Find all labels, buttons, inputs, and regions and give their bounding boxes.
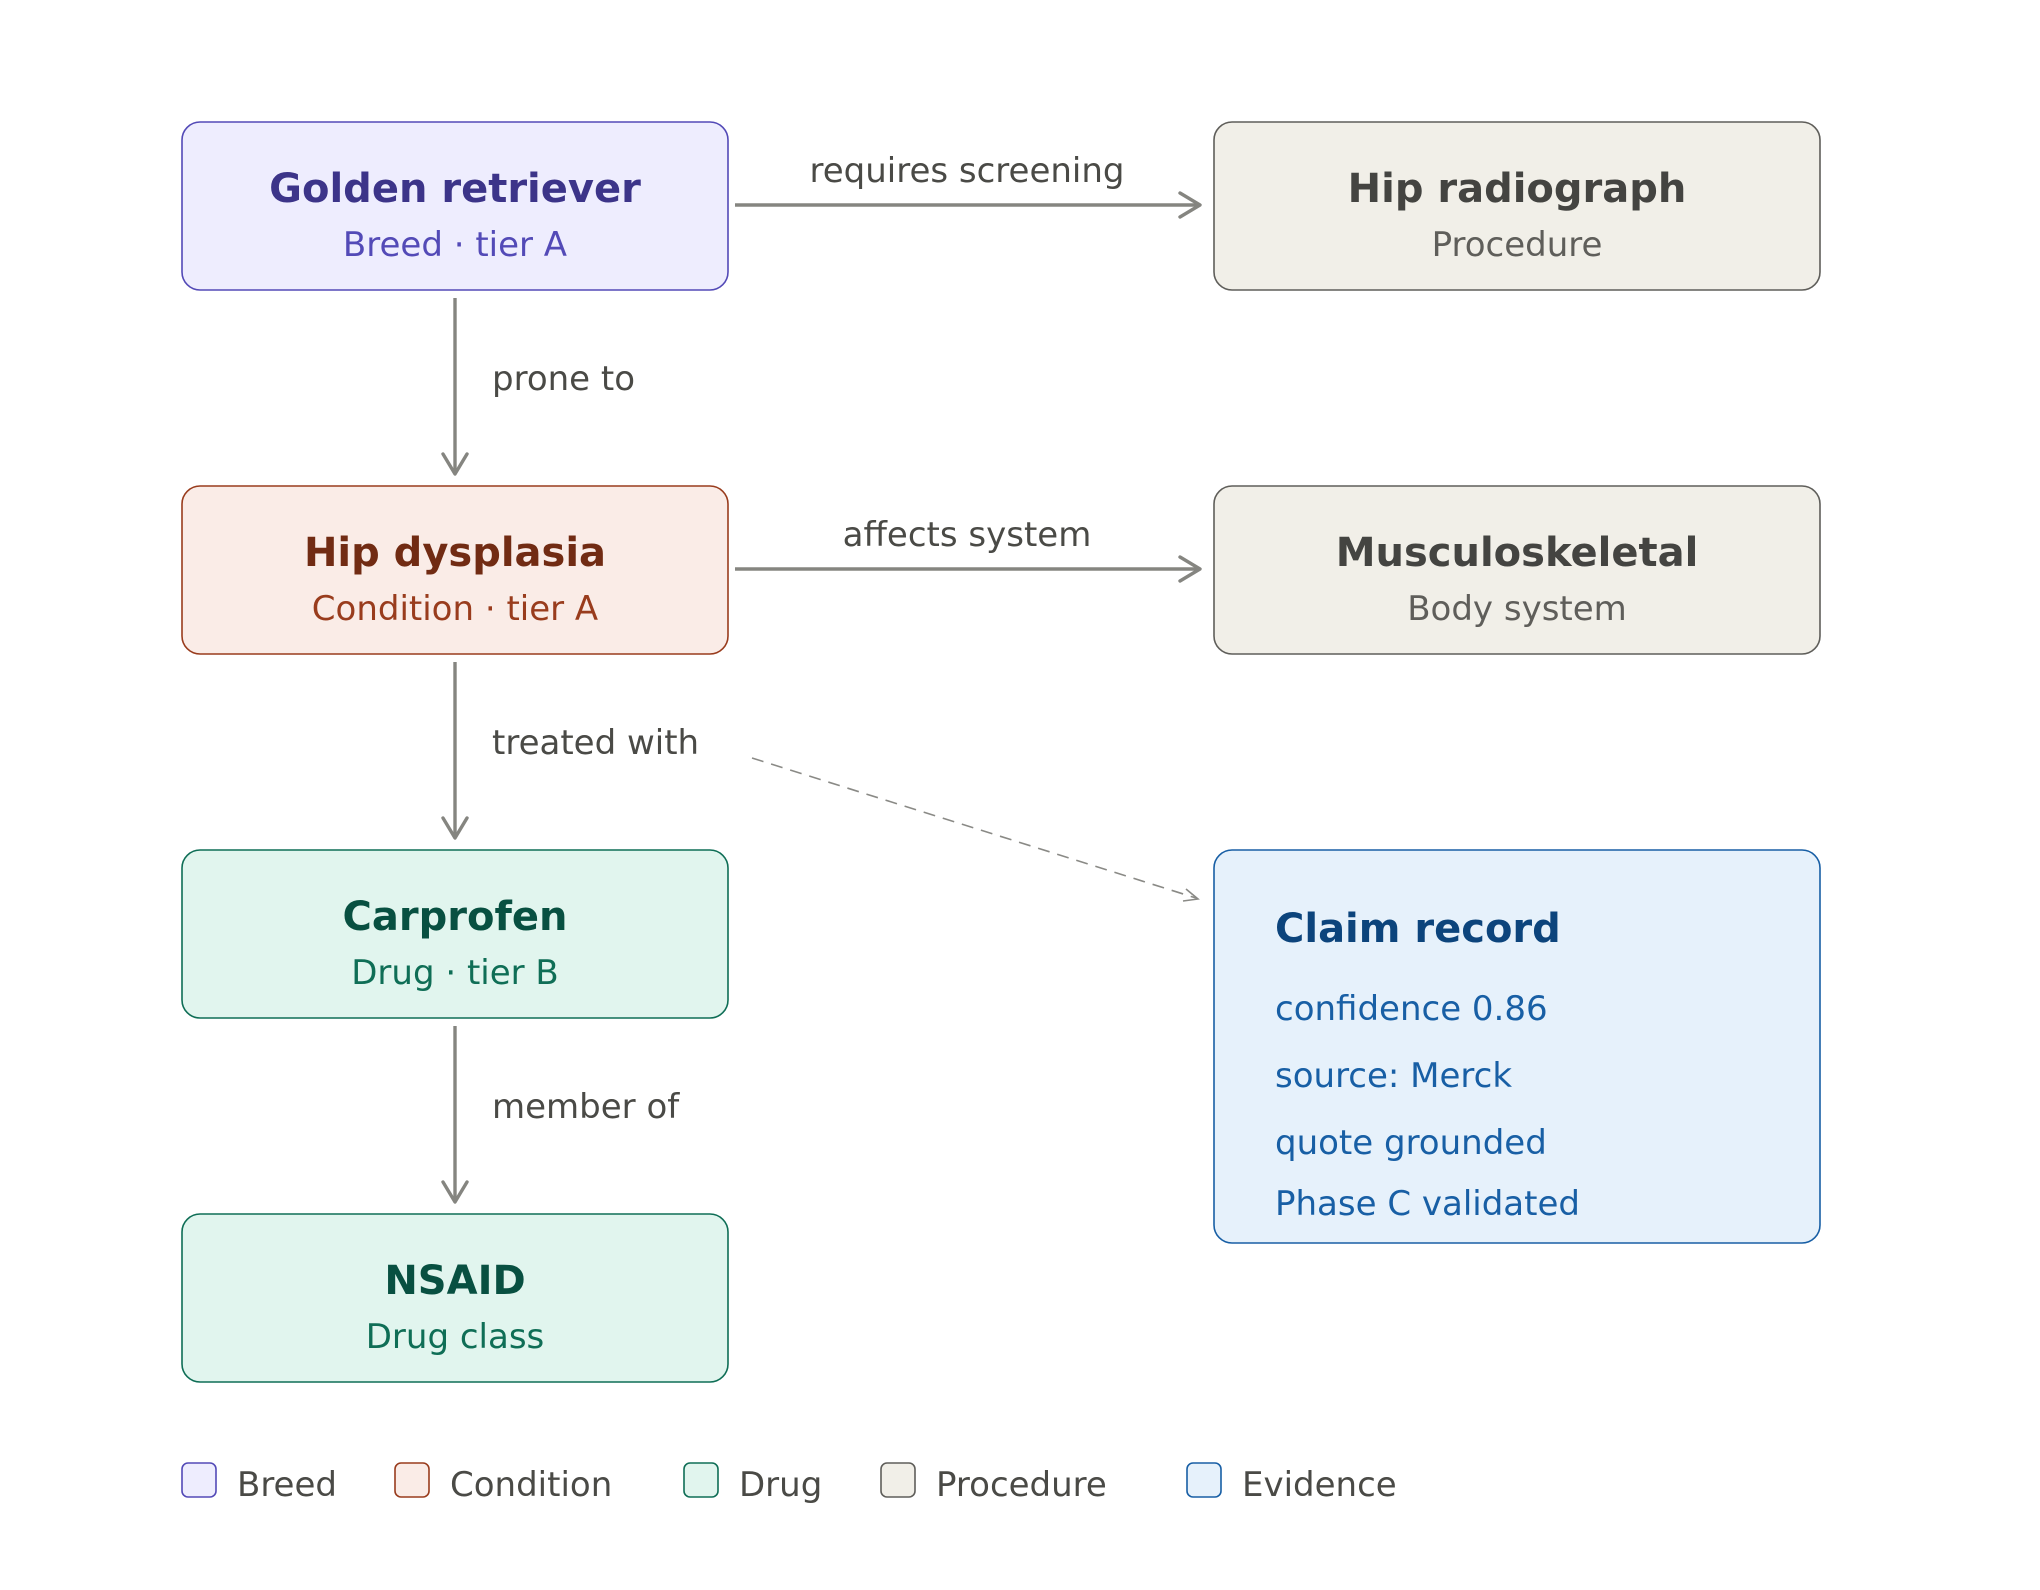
legend-item-drug: Drug — [683, 1462, 822, 1505]
edge-treated-with: treated with — [441, 662, 699, 840]
legend-item-condition: Condition — [394, 1462, 612, 1505]
legend-swatch — [181, 1462, 217, 1498]
node-hip-dysplasia[interactable]: Hip dysplasia Condition · tier A — [181, 485, 729, 655]
node-title: Hip dysplasia — [304, 530, 606, 576]
node-nsaid[interactable]: NSAID Drug class — [181, 1213, 729, 1383]
node-musculoskeletal[interactable]: Musculoskeletal Body system — [1213, 485, 1821, 655]
node-title: Musculoskeletal — [1336, 530, 1699, 576]
evidence-line: quote grounded — [1275, 1123, 1547, 1163]
node-title: Golden retriever — [269, 166, 641, 212]
legend-swatch — [1186, 1462, 1222, 1498]
legend-swatch — [394, 1462, 430, 1498]
edge-label-affects-system: affects system — [843, 515, 1092, 555]
evidence-line: source: Merck — [1275, 1056, 1512, 1096]
evidence-title: Claim record — [1275, 906, 1561, 952]
legend-label: Breed — [237, 1465, 337, 1505]
node-carprofen[interactable]: Carprofen Drug · tier B — [181, 849, 729, 1019]
evidence-link — [751, 757, 1200, 902]
edge-label-treated-with: treated with — [492, 723, 699, 763]
evidence-card[interactable]: Claim record confidence 0.86 source: Mer… — [1213, 849, 1821, 1244]
node-subtitle: Drug · tier B — [351, 953, 559, 993]
edge-label-requires-screening: requires screening — [810, 151, 1125, 191]
node-subtitle: Body system — [1407, 589, 1627, 629]
legend-label: Procedure — [936, 1465, 1107, 1505]
node-golden-retriever[interactable]: Golden retriever Breed · tier A — [181, 121, 729, 291]
legend-swatch — [683, 1462, 719, 1498]
node-title: Carprofen — [343, 894, 568, 940]
node-subtitle: Breed · tier A — [343, 225, 567, 265]
node-subtitle: Procedure — [1432, 225, 1603, 265]
edge-prone-to: prone to — [441, 298, 635, 476]
edge-label-member-of: member of — [492, 1087, 680, 1127]
node-title: Hip radiograph — [1348, 166, 1687, 212]
legend-item-procedure: Procedure — [880, 1462, 1107, 1505]
node-subtitle: Drug class — [366, 1317, 545, 1357]
edge-label-prone-to: prone to — [492, 359, 635, 399]
evidence-line: confidence 0.86 — [1275, 989, 1548, 1029]
edge-member-of: member of — [441, 1026, 680, 1204]
legend-label: Evidence — [1242, 1465, 1397, 1505]
evidence-line: Phase C validated — [1275, 1184, 1580, 1224]
legend-swatch — [880, 1462, 916, 1498]
legend-label: Condition — [450, 1465, 612, 1505]
node-subtitle: Condition · tier A — [312, 589, 598, 629]
node-hip-radiograph[interactable]: Hip radiograph Procedure — [1213, 121, 1821, 291]
edge-affects-system: affects system — [735, 515, 1202, 583]
node-title: NSAID — [384, 1258, 525, 1304]
edge-requires-screening: requires screening — [735, 151, 1202, 219]
legend: Breed Condition Drug Procedure Evidence — [181, 1462, 1397, 1505]
legend-item-evidence: Evidence — [1186, 1462, 1397, 1505]
legend-item-breed: Breed — [181, 1462, 337, 1505]
legend-label: Drug — [739, 1465, 822, 1505]
